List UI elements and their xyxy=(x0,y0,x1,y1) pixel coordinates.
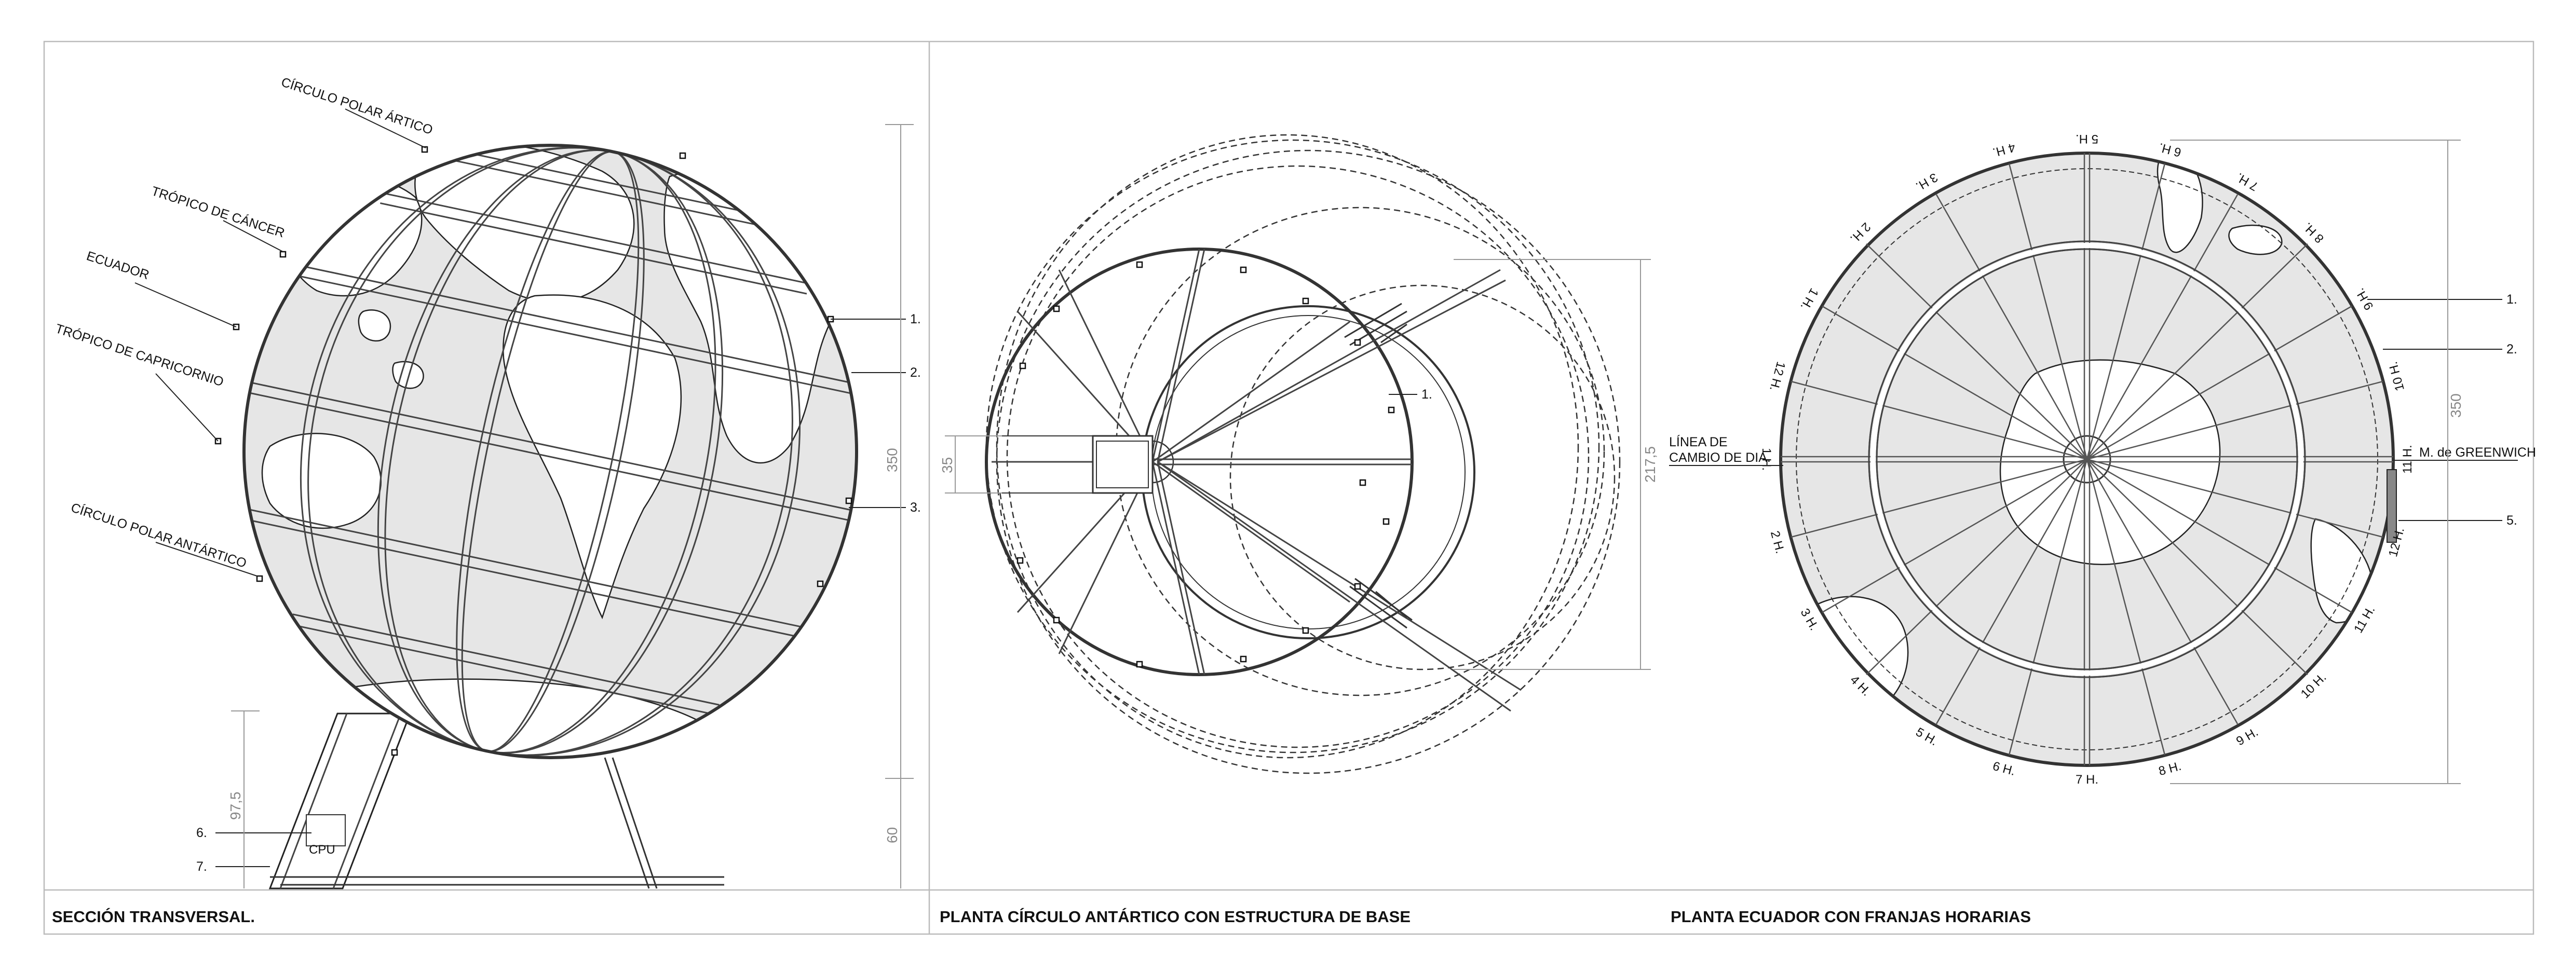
hour-label: 2 H. xyxy=(1768,529,1787,555)
base-beam-1 xyxy=(1380,323,1407,344)
cpu-box xyxy=(306,814,346,846)
dim-97-5: 97,5 xyxy=(227,792,243,820)
dateline-label-2: CAMBIO DE DIA. xyxy=(1669,450,1771,465)
section-panel: CPU xyxy=(52,74,921,926)
rear-strut xyxy=(604,757,650,889)
callout-6: 6. xyxy=(196,826,207,840)
hour-label: 7 H. xyxy=(2234,170,2261,193)
hour-label: 11 H. xyxy=(2401,445,2415,474)
continent-africa-plan xyxy=(2310,518,2374,624)
island-group-2 xyxy=(392,361,424,389)
antarctic-ring-inner xyxy=(1141,305,1475,639)
hour-label: 8 H. xyxy=(2157,759,2183,778)
base-plinth xyxy=(1092,435,1154,494)
callout-2: 2. xyxy=(910,365,921,380)
dim-35: 35 xyxy=(939,457,955,473)
hour-label: 5 H. xyxy=(2076,132,2098,146)
globe-section xyxy=(214,144,858,759)
equator-callout-5: 5. xyxy=(2506,513,2517,528)
hour-label: 7 H. xyxy=(2076,773,2098,787)
support-structure: CPU xyxy=(268,712,724,889)
globe-rim xyxy=(242,144,858,759)
antarctic-callout-1: 1. xyxy=(1421,387,1432,402)
callout-7: 7. xyxy=(196,859,207,874)
hour-label: 1 H. xyxy=(1759,448,1773,471)
label-tropic-cancer: TRÓPICO DE CÁNCER xyxy=(150,183,287,240)
equator-ring-rim xyxy=(1779,152,2395,767)
section-title: SECCIÓN TRANSVERSAL. xyxy=(52,907,255,926)
section-callouts: 1. 2. 3. 6. 7. xyxy=(196,312,921,874)
equator-plan-panel: 9 H. 8 H. 7 H. 6 H. 5 H. 4 H. 3 H. 2 H. 1 H. 12 H… xyxy=(1669,132,2536,926)
continent-south-america xyxy=(503,294,682,620)
hour-label: 10 H. xyxy=(2386,360,2407,392)
label-antarctic-circle: CÍRCULO POLAR ANTÁRTICO xyxy=(69,500,248,571)
greenwich-label: M. de GREENWICH xyxy=(2419,445,2536,460)
continent-south-america-plan xyxy=(2157,153,2203,253)
island-group xyxy=(358,309,391,342)
equator-callout-1: 1. xyxy=(2506,292,2517,307)
label-arctic-circle: CÍRCULO POLAR ÁRTICO xyxy=(279,74,435,138)
support-leg xyxy=(268,712,412,889)
hour-label: 3 H. xyxy=(1798,606,1821,633)
section-dimensions: 350 60 97,5 xyxy=(227,124,914,888)
hour-label: 4 H. xyxy=(1991,140,2017,159)
callout-1: 1. xyxy=(910,312,921,326)
equator-plan-title: PLANTA ECUADOR CON FRANJAS HORARIAS xyxy=(1671,908,2031,926)
equator-callouts: 1. 2. 5. xyxy=(2367,292,2517,528)
base-spokes xyxy=(992,249,1522,712)
base-strut-bottom xyxy=(1349,578,1413,629)
hour-label: 5 H. xyxy=(1913,725,1940,748)
dim-217-5: 217,5 xyxy=(1642,446,1658,483)
hour-label: 3 H. xyxy=(1913,170,1940,193)
continent-north-america xyxy=(414,145,635,303)
antarctic-plan-title: PLANTA CÍRCULO ANTÁRTICO CON ESTRUCTURA … xyxy=(940,908,1411,926)
dateline-label-1: LÍNEA DE xyxy=(1669,434,1728,449)
dim-350: 350 xyxy=(884,448,900,472)
dim-350-plan: 350 xyxy=(2448,393,2464,418)
label-equator: ECUADOR xyxy=(85,249,151,282)
sheet-frame xyxy=(43,40,2534,935)
equator-dimensions: 350 xyxy=(2170,140,2464,784)
antarctic-plan-panel: 1. 217,5 35 PLANTA CÍRCULO ANTÁRTICO CON… xyxy=(939,134,1658,926)
hour-label: 6 H. xyxy=(1991,759,2017,778)
callout-3: 3. xyxy=(910,500,921,515)
latitude-bars xyxy=(244,145,857,716)
hour-label: 9 H. xyxy=(2234,725,2261,748)
equator-callout-2: 2. xyxy=(2506,342,2517,357)
greenwich-marker xyxy=(2387,469,2397,543)
cpu-label: CPU xyxy=(309,843,335,857)
hour-label: 6 H. xyxy=(2157,140,2183,159)
hour-label: 12 H. xyxy=(1767,360,1788,392)
label-tropic-capricorn: TRÓPICO DE CAPRICORNIO xyxy=(53,321,225,389)
time-zone-spokes xyxy=(1781,153,2393,765)
plan-nodes xyxy=(1016,261,1395,668)
antarctic-dimensions: 217,5 35 xyxy=(939,259,1658,670)
dim-60: 60 xyxy=(884,827,900,843)
dashed-rings xyxy=(985,134,1621,774)
continent-australia xyxy=(261,433,382,529)
hour-label: 1 H. xyxy=(1798,285,1821,312)
rear-strut-2 xyxy=(612,757,658,889)
